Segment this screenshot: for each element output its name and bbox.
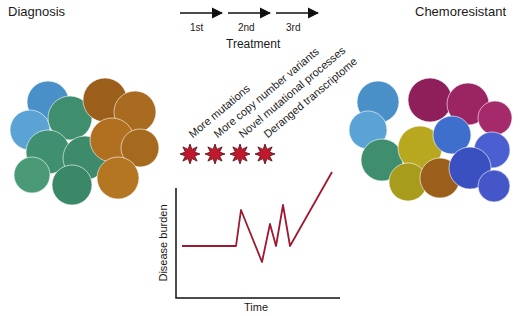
event-label: Novel mutational processes xyxy=(236,44,347,140)
burden-graph xyxy=(176,172,340,298)
axis-label: Disease burden xyxy=(157,204,169,281)
event-stars xyxy=(180,144,275,164)
chemoresistant-cluster xyxy=(349,78,512,202)
line-number: 1st xyxy=(190,22,203,33)
diagnosis-cluster xyxy=(10,78,159,205)
stage-label: Diagnosis xyxy=(8,5,65,19)
treatment-label: Treatment xyxy=(226,38,280,51)
stage-label: Chemoresistant xyxy=(415,5,506,19)
line-number: 2nd xyxy=(238,22,255,33)
event-star xyxy=(180,144,200,164)
event-star xyxy=(255,144,275,164)
event-star xyxy=(205,144,225,164)
axis-label: Time xyxy=(244,301,268,313)
line-number: 3rd xyxy=(286,22,300,33)
event-star xyxy=(230,144,250,164)
treatment-arrows xyxy=(180,12,318,14)
